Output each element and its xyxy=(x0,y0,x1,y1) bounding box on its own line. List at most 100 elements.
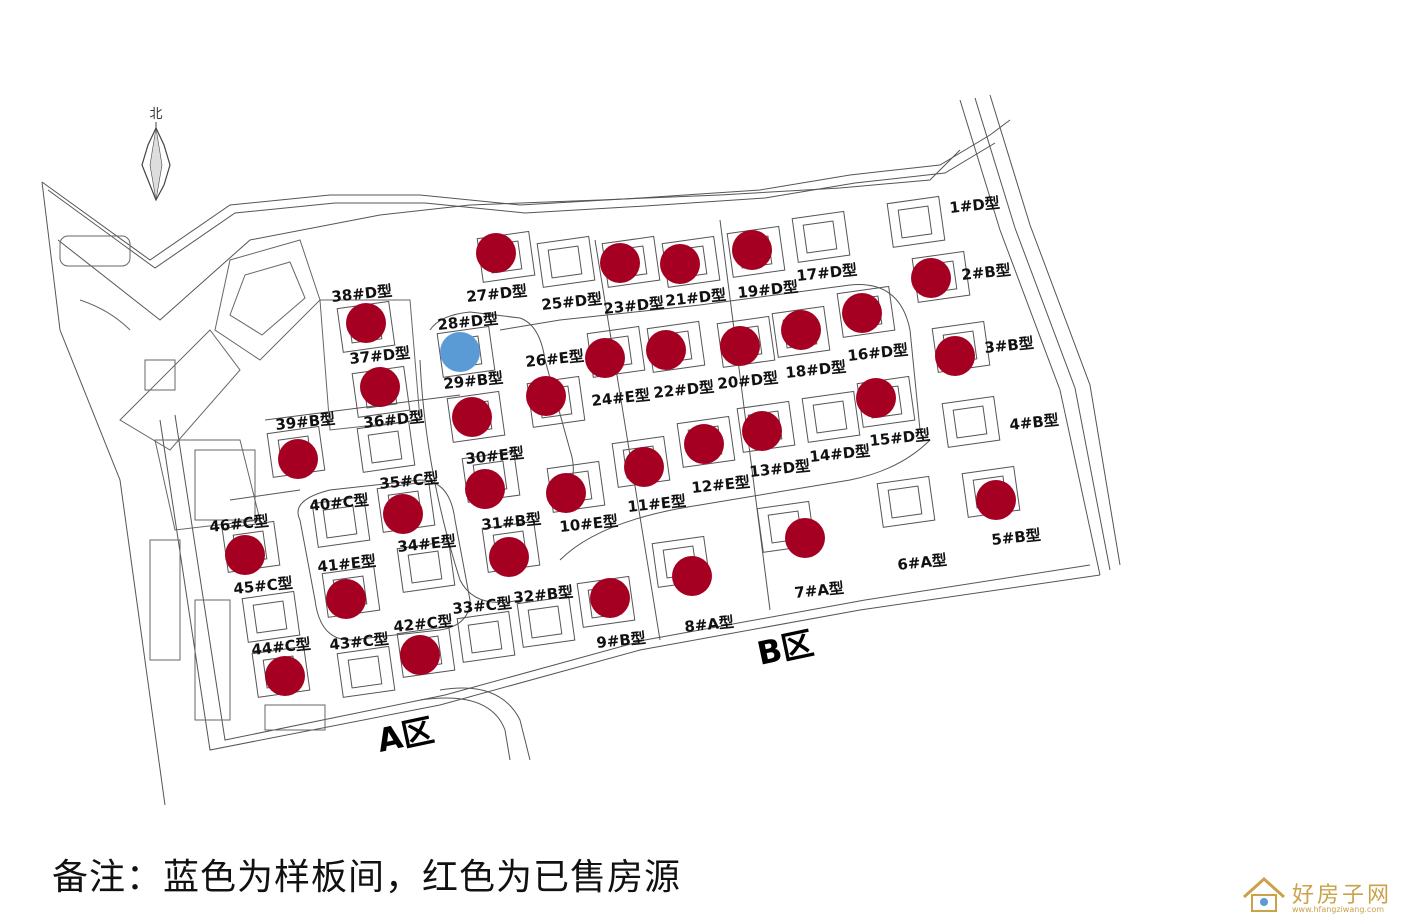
sold-marker xyxy=(742,411,782,451)
house-footprint xyxy=(311,495,371,548)
lot-label: 42#C型 xyxy=(393,612,454,636)
zone-b-label: B区 xyxy=(754,624,817,673)
lot-label: 13#D型 xyxy=(749,457,811,481)
house-footprint xyxy=(356,420,416,473)
sold-marker xyxy=(720,326,760,366)
watermark: 好房子网 www.hfangziwang.com xyxy=(1240,873,1410,918)
lot-label: 23#D型 xyxy=(603,294,665,318)
sold-marker xyxy=(624,447,664,487)
lot-label: 7#A型 xyxy=(794,579,845,602)
house-footprint xyxy=(801,390,861,443)
sold-marker xyxy=(526,376,566,416)
lot-label: 25#D型 xyxy=(541,290,603,314)
sold-marker xyxy=(452,397,492,437)
sold-marker xyxy=(590,578,630,618)
lot-label: 20#D型 xyxy=(717,369,779,393)
lot-label: 36#D型 xyxy=(363,408,425,432)
lot-label: 34#E型 xyxy=(397,532,457,556)
sold-marker xyxy=(672,556,712,596)
lot-label: 1#D型 xyxy=(949,194,1001,217)
sold-marker xyxy=(476,233,516,273)
legend-note: 备注：蓝色为样板间，红色为已售房源 xyxy=(52,857,682,898)
watermark-url: www.hfangziwang.com xyxy=(1292,905,1385,914)
house-footprint xyxy=(886,195,946,248)
lot-label: 45#C型 xyxy=(233,574,294,598)
house-footprint xyxy=(536,235,596,288)
house-footprint xyxy=(516,595,576,648)
sold-marker xyxy=(856,378,896,418)
lot-label: 37#D型 xyxy=(349,344,411,368)
sold-marker xyxy=(781,310,821,350)
watermark-text: 好房子网 xyxy=(1292,883,1393,908)
lot-label: 8#A型 xyxy=(684,613,735,636)
lot-label: 15#D型 xyxy=(869,426,931,450)
clubhouse-structure xyxy=(59,235,421,731)
lot-label: 35#C型 xyxy=(379,469,440,493)
lot-label: 16#D型 xyxy=(847,341,909,365)
sold-marker xyxy=(842,293,882,333)
lot-label: 21#D型 xyxy=(665,286,727,310)
sold-marker xyxy=(785,518,825,558)
lot-label: 24#E型 xyxy=(591,386,651,410)
lot-label: 27#D型 xyxy=(466,282,528,306)
sold-marker xyxy=(225,535,265,575)
lot-label: 43#C型 xyxy=(329,630,390,654)
lot-label: 2#B型 xyxy=(961,261,1012,284)
north-compass: 北 xyxy=(141,107,171,202)
sold-marker xyxy=(546,473,586,513)
sold-marker xyxy=(600,243,640,283)
lot-label: 19#D型 xyxy=(737,278,799,302)
sold-marker xyxy=(383,494,423,534)
lot-label: 14#D型 xyxy=(809,442,871,466)
lot-label: 32#B型 xyxy=(513,583,574,607)
lot-label: 4#B型 xyxy=(1009,411,1060,434)
house-logo-icon xyxy=(1242,876,1286,912)
sold-marker xyxy=(326,579,366,619)
lot-label: 5#B型 xyxy=(991,526,1042,549)
sold-marker xyxy=(660,244,700,284)
lot-label: 41#E型 xyxy=(317,552,377,576)
lot-status-markers xyxy=(225,230,1016,696)
lot-label: 9#B型 xyxy=(596,629,647,652)
sold-marker xyxy=(732,230,772,270)
north-label: 北 xyxy=(149,107,162,122)
house-footprint xyxy=(336,645,396,698)
sold-marker xyxy=(400,635,440,675)
lot-label: 31#B型 xyxy=(481,510,542,534)
sold-marker xyxy=(976,480,1016,520)
sold-marker xyxy=(935,336,975,376)
sold-marker xyxy=(585,338,625,378)
house-footprint xyxy=(791,210,851,263)
lot-label: 44#C型 xyxy=(251,635,312,659)
site-linework xyxy=(41,94,1121,806)
sold-marker xyxy=(646,330,686,370)
house-footprint xyxy=(456,610,516,663)
house-footprint xyxy=(396,540,456,593)
sold-marker xyxy=(465,469,505,509)
sold-marker xyxy=(911,258,951,298)
lot-label: 18#D型 xyxy=(785,358,847,382)
lot-label: 10#E型 xyxy=(559,512,619,536)
sold-marker xyxy=(265,656,305,696)
zone-a-label: A区 xyxy=(374,711,437,760)
house-footprint xyxy=(241,590,301,643)
lot-label: 33#C型 xyxy=(452,594,513,618)
sold-marker xyxy=(489,537,529,577)
lot-label: 12#E型 xyxy=(691,473,751,497)
lot-label: 39#B型 xyxy=(275,410,336,434)
lot-label: 29#B型 xyxy=(443,369,504,393)
lot-label: 46#C型 xyxy=(209,512,270,536)
lot-label: 6#A型 xyxy=(897,551,948,574)
show-unit-marker xyxy=(440,332,480,372)
lot-label: 3#B型 xyxy=(984,334,1035,357)
lot-label: 26#E型 xyxy=(525,347,585,371)
house-footprint xyxy=(941,395,1001,448)
house-footprint xyxy=(876,475,936,528)
sold-marker xyxy=(360,367,400,407)
sold-marker xyxy=(346,303,386,343)
lot-label: 11#E型 xyxy=(627,492,687,516)
lot-label: 22#D型 xyxy=(653,378,715,402)
lot-label: 17#D型 xyxy=(796,261,858,285)
sold-marker xyxy=(684,424,724,464)
